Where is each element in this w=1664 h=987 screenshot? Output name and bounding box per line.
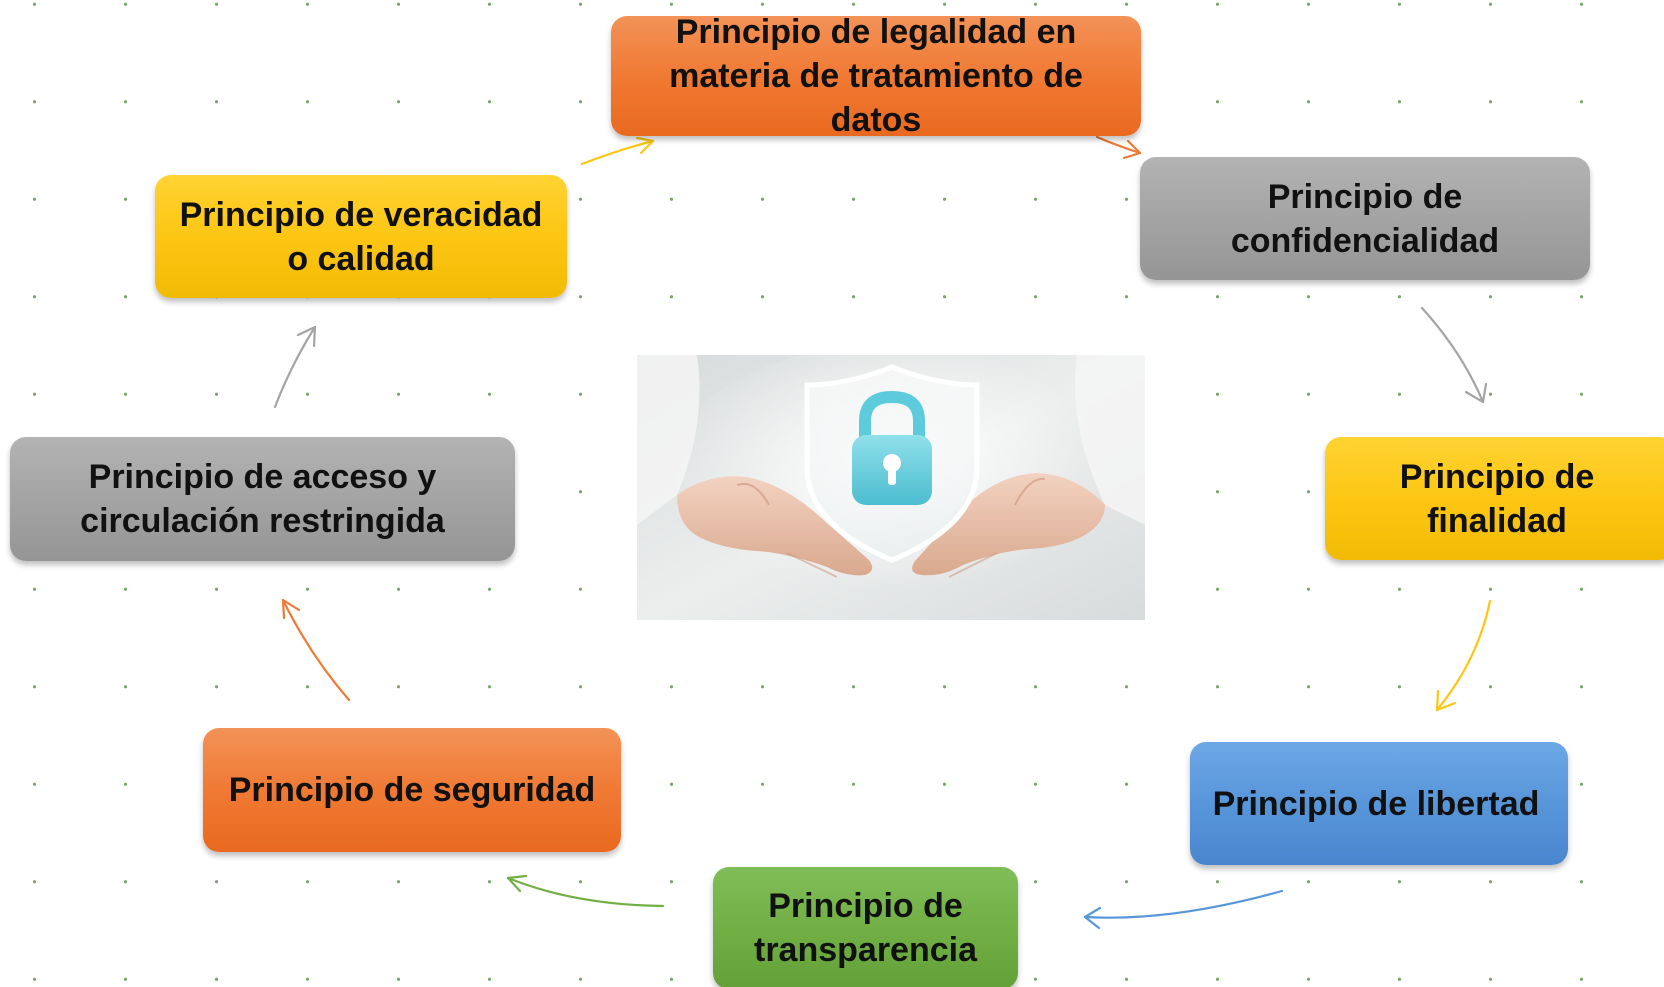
node-label: Principio de libertad	[1212, 784, 1540, 823]
arrow-seguridad-to-acceso	[281, 598, 351, 702]
arrow-finalidad-to-libertad	[1435, 599, 1492, 712]
node-principio-seguridad: Principio de seguridad	[203, 728, 621, 852]
node-principio-transparencia: Principio de transparencia	[713, 867, 1018, 987]
node-principio-libertad: Principio de libertad	[1190, 742, 1568, 865]
arrow-transparencia-to-seguridad	[506, 874, 665, 908]
node-principio-finalidad: Principio de finalidad	[1325, 437, 1664, 560]
node-principio-confidencialidad: Principio de confidencialidad	[1140, 157, 1590, 280]
arrow-acceso-to-veracidad	[273, 325, 317, 409]
arrow-legalidad-to-confidencialidad	[1095, 135, 1142, 160]
node-label: Principio de transparencia	[754, 887, 977, 969]
hands-lock-shield-image	[637, 355, 1145, 620]
node-label: Principio de finalidad	[1399, 457, 1595, 540]
node-label: Principio de confidencialidad	[1230, 177, 1500, 260]
node-principio-veracidad: Principio de veracidad o calidad	[155, 175, 567, 298]
arrow-confidencialidad-to-finalidad	[1420, 306, 1488, 404]
node-label: Principio de veracidad o calidad	[179, 195, 543, 278]
node-principio-acceso: Principio de acceso y circulación restri…	[10, 437, 515, 561]
node-label: Principio de seguridad	[228, 771, 596, 809]
node-label: Principio de acceso y circulación restri…	[80, 458, 445, 540]
node-principio-legalidad: Principio de legalidad en materia de tra…	[611, 13, 1141, 139]
lock-icon	[852, 390, 932, 505]
node-label: Principio de legalidad en materia de tra…	[669, 13, 1083, 139]
arrow-veracidad-to-legalidad	[580, 136, 655, 166]
arrow-libertad-to-transparencia	[1083, 889, 1284, 930]
